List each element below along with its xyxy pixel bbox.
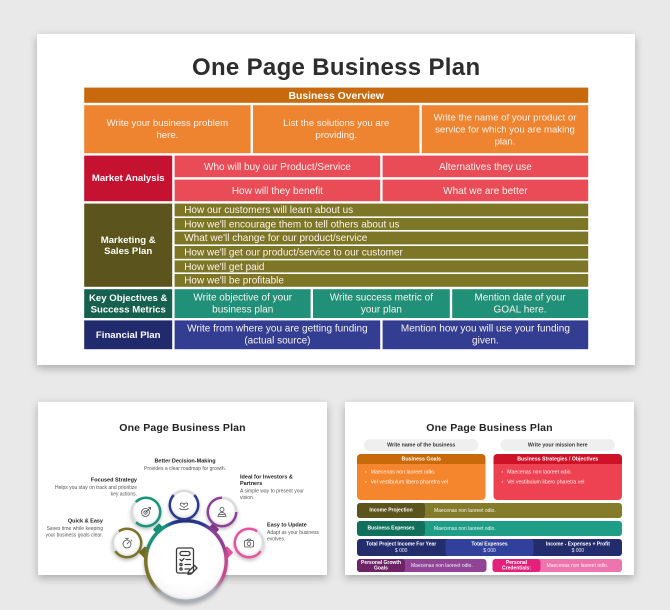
row-label: Key Objectives & Success Metrics [84, 289, 173, 318]
business-expenses-row: Business Expenses Maecenas non laoreet o… [357, 521, 622, 536]
item-circle-better-decision [168, 489, 200, 521]
goals-row: Business Goals Maecenas non laoreet odio… [357, 454, 622, 500]
slide-title: One Page Business Plan [119, 422, 246, 434]
mission-pill: Write your mission here [500, 439, 615, 451]
financial-plan-row: Financial Plan Write from where you are … [84, 320, 589, 350]
marketing-line: How our customers will learn about us [174, 203, 589, 217]
slide-finance-plan[interactable]: One Page Business Plan Write name of the… [345, 402, 634, 575]
goal-bullet: Maecenas non laoreet odio. [365, 469, 478, 476]
totals-row: Total Project Income For Year $ 000 Tota… [357, 539, 622, 556]
center-circle [144, 519, 228, 603]
business-strategies-box: Business Strategies / Objectives Maecena… [493, 454, 622, 500]
checklist-pencil-icon [175, 547, 198, 576]
row-label: Marketing & Sales Plan [84, 203, 173, 287]
total-expenses-cell: Total Expenses $ 000 [445, 539, 534, 556]
item-circle-easy-update [233, 527, 265, 559]
slide-title: One Page Business Plan [426, 422, 553, 434]
income-expenses-profit-cell: Income - Expenses + Profit $ 000 [545, 541, 610, 554]
market-cell: How will they benefit [174, 179, 381, 202]
objective-cell: Write success metric of your plan [313, 289, 450, 318]
overview-row: Write your business problem here. List t… [84, 105, 589, 154]
marketing-line: How we'll encourage them to tell others … [174, 217, 589, 231]
strategy-bullet: Maecenas non laoreet odio. [502, 469, 615, 476]
market-analysis-row: Market Analysis Who will buy our Product… [84, 155, 589, 202]
business-overview-header: Business Overview [84, 87, 589, 103]
slide-title: One Page Business Plan [191, 54, 481, 81]
key-objectives-row: Key Objectives & Success Metrics Write o… [84, 289, 589, 318]
slide-benefits-diagram[interactable]: One Page Business Plan [38, 402, 327, 603]
income-projection-row: Income Projection Maecenas non laoreet o… [357, 503, 622, 518]
diagram-label-easy-update: Easy to Update Adapt as your business ev… [267, 522, 319, 543]
item-circle-quick-easy [111, 527, 143, 559]
financial-cell: Write from where you are getting funding… [174, 320, 381, 350]
financial-cell: Mention how you will use your funding gi… [382, 320, 589, 350]
diagram-label-focused-strategy: Focused Strategy Helps you stay on track… [55, 477, 137, 498]
business-strategies-header: Business Strategies / Objectives [493, 454, 622, 464]
market-cell: Alternatives they use [382, 155, 589, 178]
heart-hands-icon [179, 502, 189, 511]
personal-credentials-box: Personal Credentials: Maecenas non laore… [492, 559, 622, 572]
row-label: Market Analysis [84, 155, 173, 202]
presenter-icon [217, 507, 227, 517]
diagram-label-better-decision: Better Decision-Making Provides a clear … [144, 458, 226, 472]
objective-cell: Write objective of your business plan [174, 289, 311, 318]
item-circle-investors [206, 496, 238, 528]
market-cell: What we are better [382, 179, 589, 202]
target-icon [141, 507, 151, 517]
marketing-sales-row: Marketing & Sales Plan How our customers… [84, 203, 589, 287]
pill-row: Write name of the business Write your mi… [357, 439, 622, 451]
business-name-pill: Write name of the business [364, 439, 479, 451]
personal-growth-box: Personal Growth Goals Maecenas non laore… [357, 559, 487, 572]
marketing-line: What we'll change for our product/servic… [174, 231, 589, 245]
personal-row: Personal Growth Goals Maecenas non laore… [357, 559, 622, 572]
diagram-label-quick-easy: Quick & Easy Saves time while keeping yo… [45, 518, 103, 539]
item-circle-focused-strategy [130, 496, 162, 528]
objective-cell: Mention date of your GOAL here. [451, 289, 589, 318]
business-goals-box: Business Goals Maecenas non laoreet odio… [357, 454, 486, 500]
business-goals-header: Business Goals [357, 454, 486, 464]
marketing-line: How we'll get our product/service to our… [174, 246, 589, 259]
circle-diagram: Better Decision-Making Provides a clear … [38, 434, 327, 603]
row-label: Financial Plan [84, 320, 173, 350]
market-cell: Who will buy our Product/Service [174, 155, 381, 178]
marketing-line: How we'll get paid [174, 260, 589, 273]
marketing-line: How we'll be profitable [174, 274, 589, 287]
camera-icon [244, 538, 254, 548]
slide-business-overview-table[interactable]: One Page Business Plan Business Overview… [37, 34, 635, 365]
diagram-label-investors: Ideal for Investors & Partners A simple … [240, 474, 304, 501]
goal-bullet: Vel vestibulum libero pharetra vel [365, 479, 478, 486]
overview-cell: Write your business problem here. [84, 105, 251, 154]
total-income-cell: Total Project Income For Year $ 000 [366, 541, 437, 554]
overview-cell: List the solutions you are providing. [253, 105, 420, 154]
business-plan-table: Business Overview Write your business pr… [84, 87, 589, 350]
stopwatch-icon [122, 538, 133, 549]
strategy-bullet: Vel vestibulum libero pharetra vel [502, 479, 615, 486]
overview-cell: Write the name of your product or servic… [421, 105, 589, 154]
